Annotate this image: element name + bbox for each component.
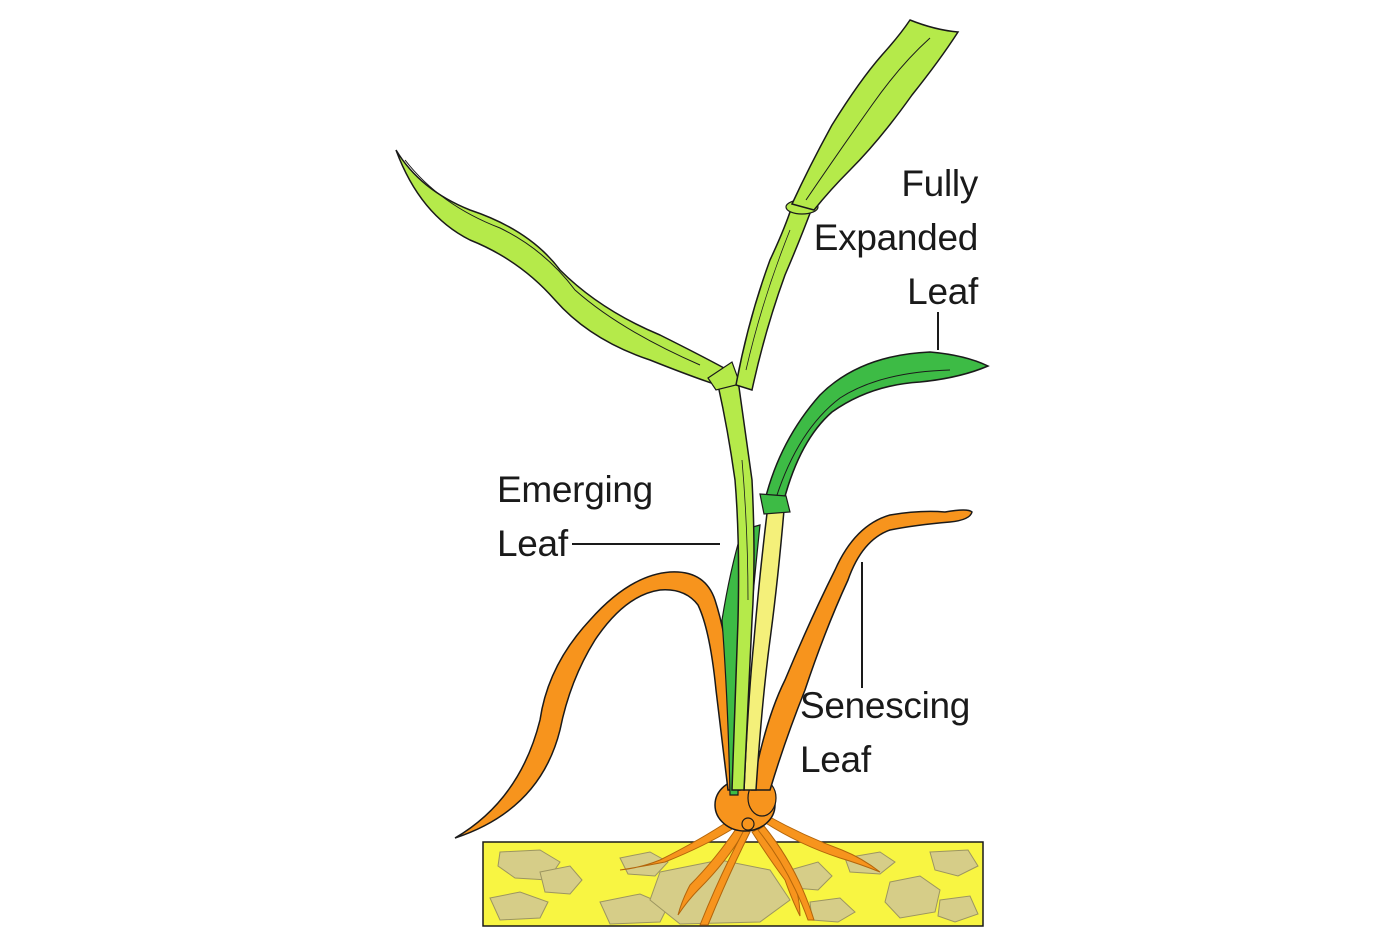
label-senescing-line1: Senescing [800,685,971,726]
label-fully-expanded: Fully Expanded Leaf [790,160,979,316]
senescing-leaf-left [454,571,741,839]
left-upper-leaf-vein [404,159,701,366]
label-senescing-line2: Leaf [800,739,871,780]
main-stem-vein [741,459,749,601]
label-emerging-line2: Leaf [497,523,568,564]
fully-expanded-collar [759,493,791,515]
main-stem [717,379,755,791]
label-fully-expanded-line1: Fully [901,163,978,204]
fully-expanded-leaf-vein [775,369,951,499]
label-fully-expanded-line2: Expanded [813,217,979,258]
label-emerging: Emerging Leaf [497,466,653,568]
label-emerging-line1: Emerging [497,469,653,510]
upper-stem-vein [745,229,791,371]
tall-top-leaf-vein [805,37,931,201]
fully-expanded-leaf [764,351,990,501]
left-upper-leaf [395,149,725,387]
label-senescing: Senescing Leaf [800,682,970,784]
roots [619,815,881,926]
emerging-leaf [743,504,785,791]
label-fully-expanded-line3: Leaf [907,271,978,312]
senescing-leaf-right [751,509,973,791]
tall-top-leaf [790,19,960,211]
